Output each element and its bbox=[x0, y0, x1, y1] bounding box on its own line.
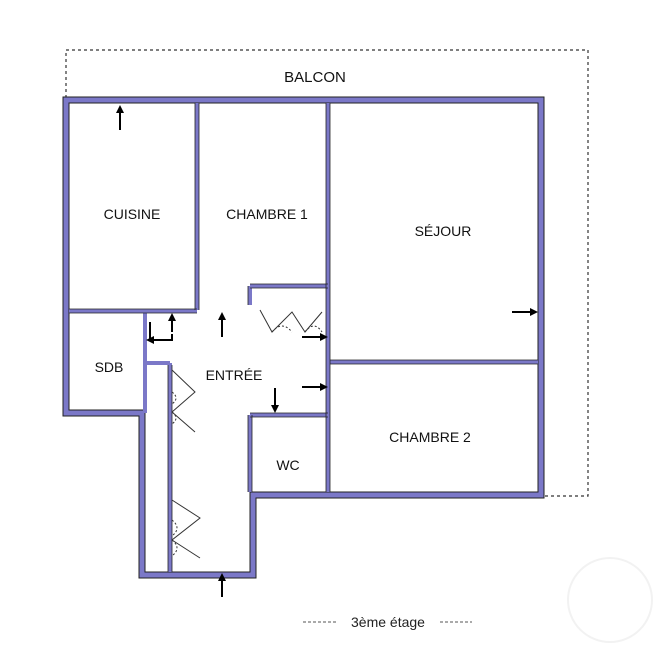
room-label-chambre-1: CHAMBRE 1 bbox=[226, 206, 308, 222]
arrow-icon bbox=[149, 322, 173, 341]
room-label-wc: WC bbox=[276, 457, 299, 473]
exterior-wall bbox=[63, 97, 544, 578]
room-label-sejour: SÉJOUR bbox=[415, 223, 472, 239]
room-label-cuisine: CUISINE bbox=[104, 206, 161, 222]
room-label-sdb: SDB bbox=[95, 359, 124, 375]
exterior-wall-outline-outer bbox=[62, 96, 545, 579]
closet-doors bbox=[171, 309, 323, 559]
room-label-entree: ENTRÉE bbox=[206, 367, 263, 383]
exterior-wall-outline-inner bbox=[68, 102, 539, 573]
floor-caption: 3ème étage bbox=[351, 614, 425, 630]
balcony-outline bbox=[65, 49, 589, 497]
corridor-wall-edges bbox=[167, 365, 173, 572]
interior-wall-edges bbox=[69, 103, 538, 492]
room-label-chambre-2: CHAMBRE 2 bbox=[389, 429, 471, 445]
corridor-wall bbox=[146, 361, 172, 572]
watermark-icon bbox=[567, 557, 653, 643]
balcony-label: BALCON bbox=[284, 69, 346, 86]
door-arrows bbox=[116, 105, 538, 597]
interior-walls bbox=[69, 103, 538, 492]
